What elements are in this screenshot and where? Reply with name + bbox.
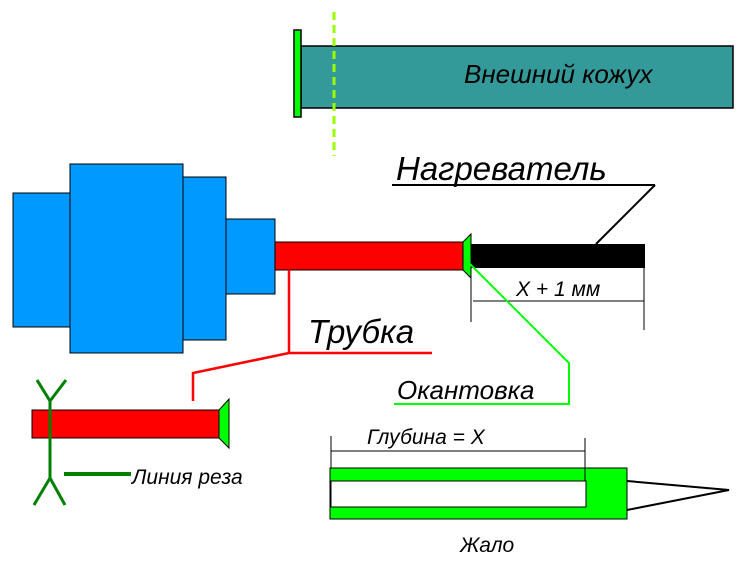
cut-line-fork-bottom-left	[32, 477, 52, 506]
depth-dimension: Глубина = X	[330, 426, 586, 481]
handle-mid-segment	[182, 176, 227, 341]
cut-tube-edging	[218, 397, 230, 450]
tip-bore	[330, 480, 587, 508]
edging-label: Окантовка	[397, 375, 534, 405]
tip	[329, 467, 730, 520]
heater	[471, 244, 645, 268]
depth-dimension-label: Глубина = X	[367, 426, 486, 449]
cut-line-fork-top-right	[48, 379, 68, 402]
tube	[274, 241, 464, 271]
handle-front-segment	[225, 218, 276, 295]
handle-rear-segment	[12, 192, 71, 328]
handle-main-segment	[69, 163, 184, 354]
heater-leader-line	[595, 184, 656, 245]
cut-line-fork-top-left	[35, 379, 52, 402]
tube-leader-line-lower	[191, 351, 290, 401]
tip-point	[626, 480, 730, 511]
heater-dimension: X + 1 мм	[470, 268, 645, 330]
cut-line-label: Линия реза	[130, 466, 243, 489]
outer-casing-label: Внешний кожух	[464, 59, 653, 89]
tip-label: Жало	[459, 534, 515, 557]
edging-leader-line	[394, 263, 570, 405]
outer-casing: Внешний кожух	[293, 29, 734, 118]
cut-line-symbol	[32, 379, 131, 506]
cut-tube	[31, 409, 220, 439]
cut-line-fork-bottom-right	[48, 477, 67, 506]
tube-label: Трубка	[308, 313, 414, 350]
edging	[462, 232, 472, 280]
heater-label: Нагреватель	[396, 150, 607, 187]
outer-casing-edge-ring	[293, 29, 302, 118]
heater-dimension-label: X + 1 мм	[515, 278, 600, 301]
handle	[12, 163, 276, 354]
outer-casing-body	[300, 45, 734, 109]
